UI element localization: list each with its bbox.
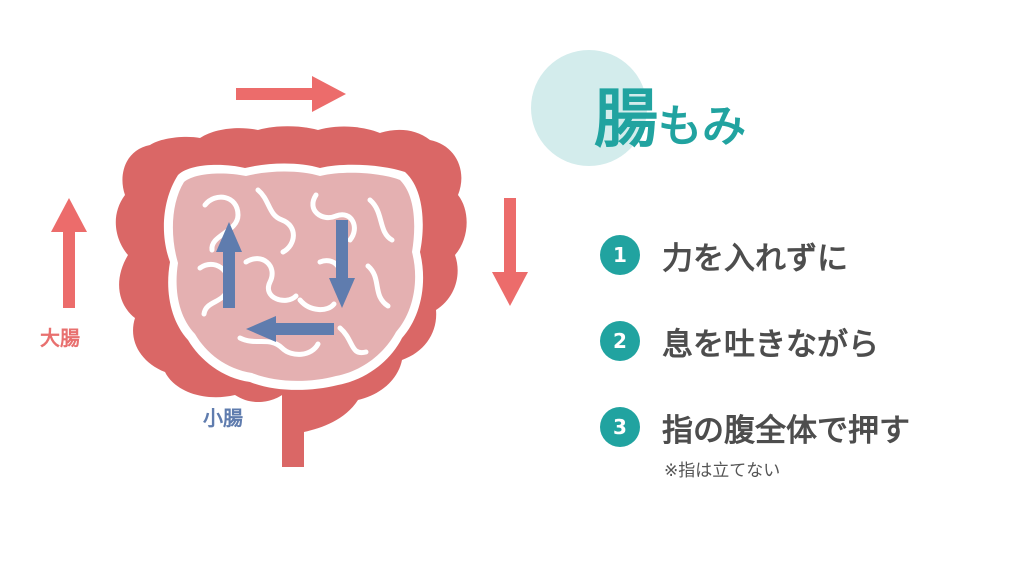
small-intestine-coils — [197, 187, 395, 357]
step-item: 2 息を吐きながら — [600, 318, 1000, 364]
step-text: 息を吐きながら — [662, 326, 879, 363]
step-number-badge: 1 — [600, 235, 640, 275]
title-kana: もみ — [658, 101, 746, 152]
arrow-down-icon — [329, 220, 355, 308]
step-text: 力を入れずに — [662, 240, 848, 277]
title-accent-circle — [531, 50, 647, 166]
steps-list: 1 力を入れずに 2 息を吐きながら 3 指の腹全体で押す — [600, 232, 1000, 490]
arrow-down-icon — [492, 198, 528, 306]
note-text: ※指は立てない — [664, 461, 781, 481]
arrow-right-icon — [236, 76, 346, 112]
page-title: 腸もみ — [594, 88, 746, 152]
step-text: 指の腹全体で押す — [662, 412, 910, 449]
arrow-left-icon — [246, 316, 334, 342]
title-kanji: 腸 — [594, 83, 658, 157]
step-number-badge: 2 — [600, 321, 640, 361]
step-number-badge: 3 — [600, 407, 640, 447]
step-item: 1 力を入れずに — [600, 232, 1000, 278]
intestine-diagram — [51, 76, 528, 467]
arrow-up-icon — [51, 198, 87, 308]
step-item: 3 指の腹全体で押す — [600, 404, 1000, 450]
large-intestine-label: 大腸 — [40, 326, 80, 350]
arrow-up-icon — [216, 222, 242, 308]
small-intestine-label: 小腸 — [203, 406, 243, 430]
